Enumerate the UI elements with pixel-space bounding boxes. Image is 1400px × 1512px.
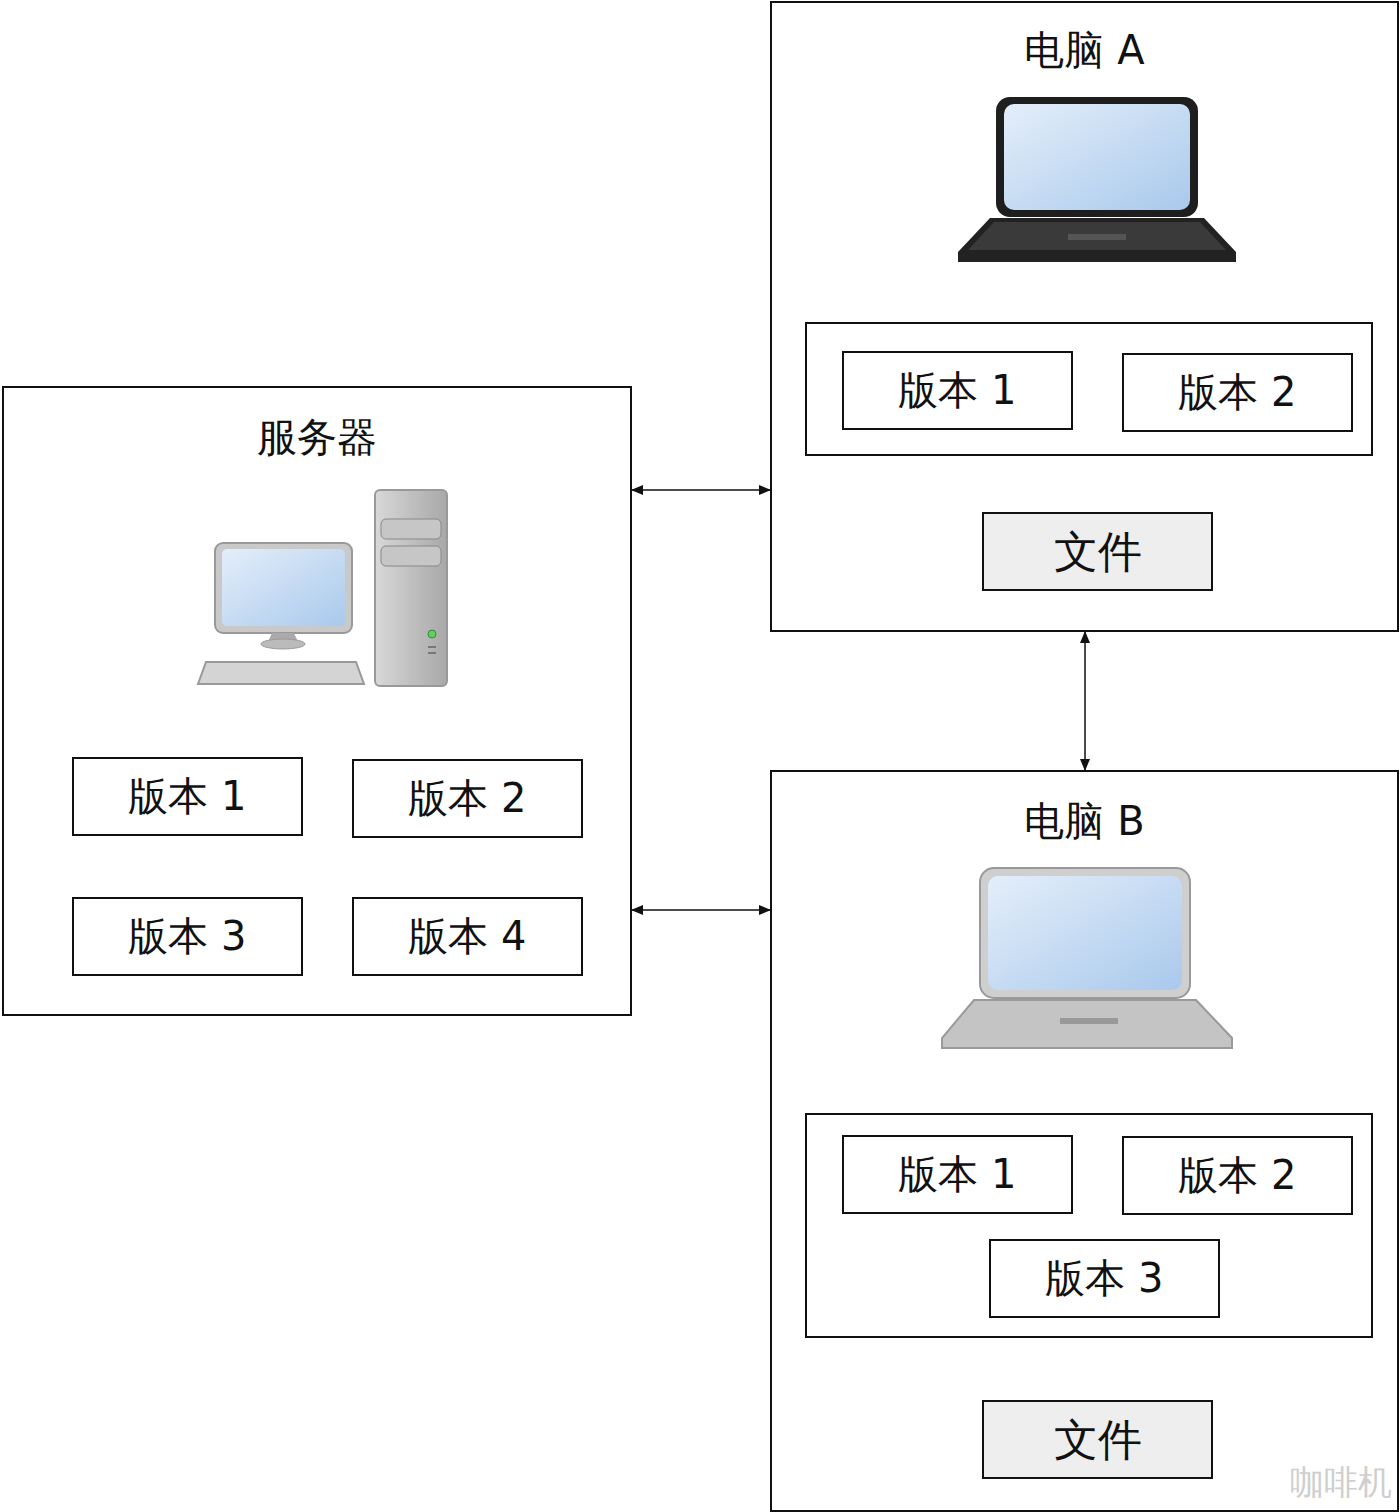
version-box: 版本 3 [989, 1239, 1220, 1318]
box-title: 服务器 [4, 410, 630, 465]
computer-box: 电脑 A 版本 1 版本 2 文件 [770, 1, 1399, 632]
laptop-icon [958, 97, 1236, 262]
version-box: 版本 4 [352, 897, 583, 976]
version-box: 版本 1 [842, 1135, 1073, 1214]
box-label: 文件 [984, 514, 1211, 589]
watermark: 咖啡机 [1290, 1460, 1392, 1506]
box-label: 版本 2 [1124, 355, 1351, 430]
box-label: 版本 1 [74, 759, 301, 834]
box-label: 文件 [984, 1402, 1211, 1477]
box-title: 电脑 A [772, 23, 1397, 78]
server-box: 服务器版本 1 版本 2 版本 3 版本 4 [2, 386, 632, 1016]
box-label: 版本 1 [844, 353, 1071, 428]
version-box: 版本 1 [72, 757, 303, 836]
version-box: 版本 2 [1122, 1136, 1353, 1215]
file-box: 文件 [982, 1400, 1213, 1479]
box-label: 版本 4 [354, 899, 581, 974]
version-box: 版本 2 [352, 759, 583, 838]
desktop-icon [198, 490, 447, 686]
double-arrow [632, 909, 770, 911]
box-title: 电脑 B [772, 794, 1397, 849]
laptop-icon [942, 868, 1232, 1048]
double-arrow [1084, 632, 1086, 770]
box-label: 版本 2 [1124, 1138, 1351, 1213]
box-label: 版本 3 [991, 1241, 1218, 1316]
version-frame [806, 1114, 1372, 1337]
version-box: 版本 2 [1122, 353, 1353, 432]
version-box: 版本 1 [842, 351, 1073, 430]
computer-box: 电脑 B 版本 1 版本 2 版本 3 文件 [770, 770, 1399, 1512]
file-box: 文件 [982, 512, 1213, 591]
version-frame [806, 323, 1372, 455]
box-label: 版本 1 [844, 1137, 1071, 1212]
version-box: 版本 3 [72, 897, 303, 976]
box-label: 版本 2 [354, 761, 581, 836]
double-arrow [632, 489, 770, 491]
box-label: 版本 3 [74, 899, 301, 974]
